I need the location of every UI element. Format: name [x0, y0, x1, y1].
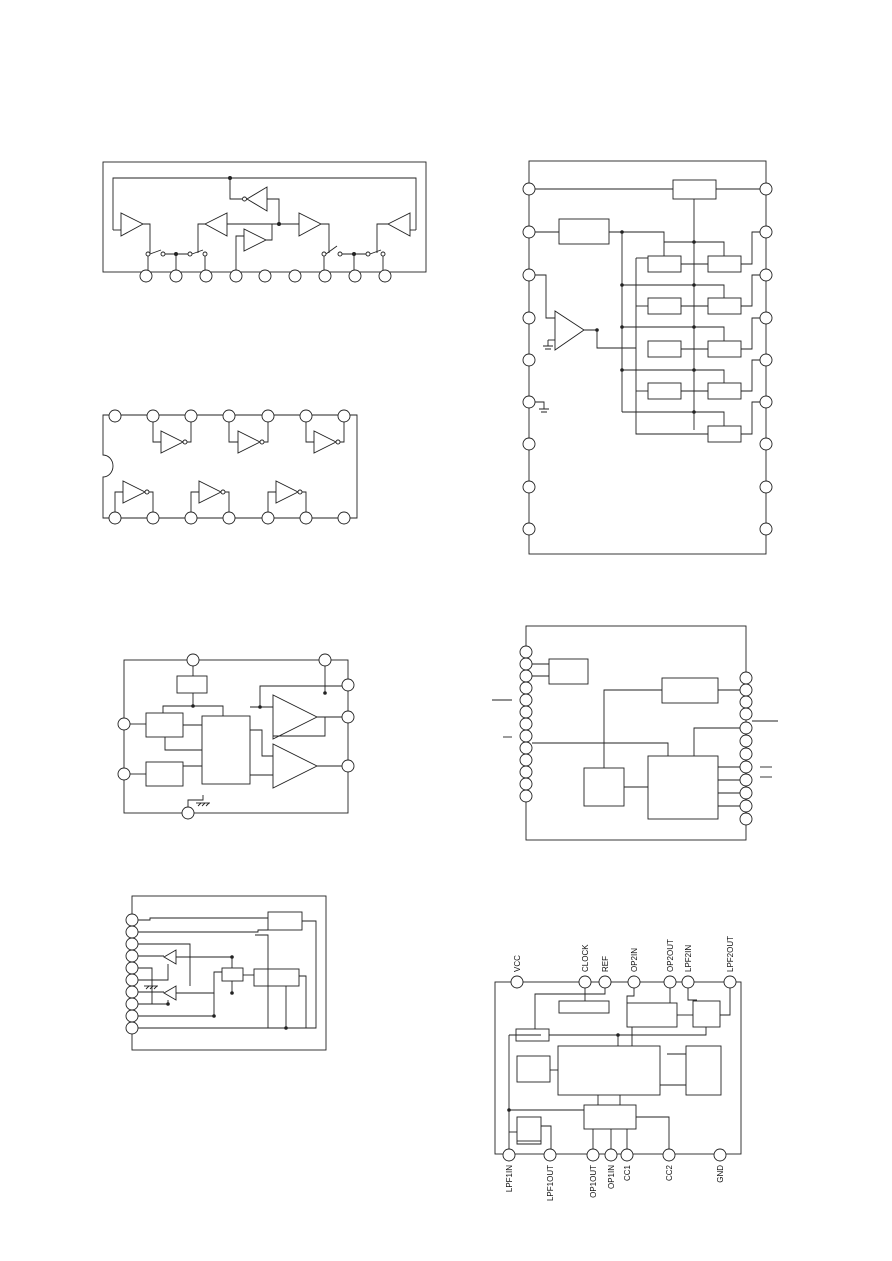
pin-label-cc2: CC2 [665, 1164, 674, 1181]
pin-label-op2out: OP2OUT [666, 939, 675, 972]
pin-label-gnd: GND [716, 1165, 725, 1183]
diagram-multi-driver [522, 160, 773, 555]
pin-label-ref: REF [601, 956, 610, 972]
diagram-dual-comparator [125, 895, 327, 1051]
pin-label-op1in: OP1IN [607, 1165, 616, 1189]
diagram-hex-inverter [102, 409, 358, 525]
pin-label-vcc: VCC [513, 955, 522, 972]
diagram-pll-filter: VCC CLOCK REF OP2IN OP2OUT LPF2IN LPF2OU… [494, 936, 742, 1201]
pin-label-lpf1out: LPF1OUT [546, 1165, 555, 1201]
pin-label-op1out: OP1OUT [589, 1165, 598, 1198]
diagram-controller [492, 625, 778, 841]
pin-label-clock: CLOCK [581, 944, 590, 972]
pin-label-lpf2in: LPF2IN [684, 945, 693, 972]
diagram-analog-switch-buffer [102, 161, 427, 283]
pin-label-lpf2out: LPF2OUT [726, 936, 735, 972]
pin-label-op2in: OP2IN [630, 948, 639, 972]
pin-label-lpf1in: LPF1IN [505, 1165, 514, 1192]
diagram-dual-amplifier [117, 653, 355, 820]
pin-label-cc1: CC1 [623, 1164, 632, 1181]
